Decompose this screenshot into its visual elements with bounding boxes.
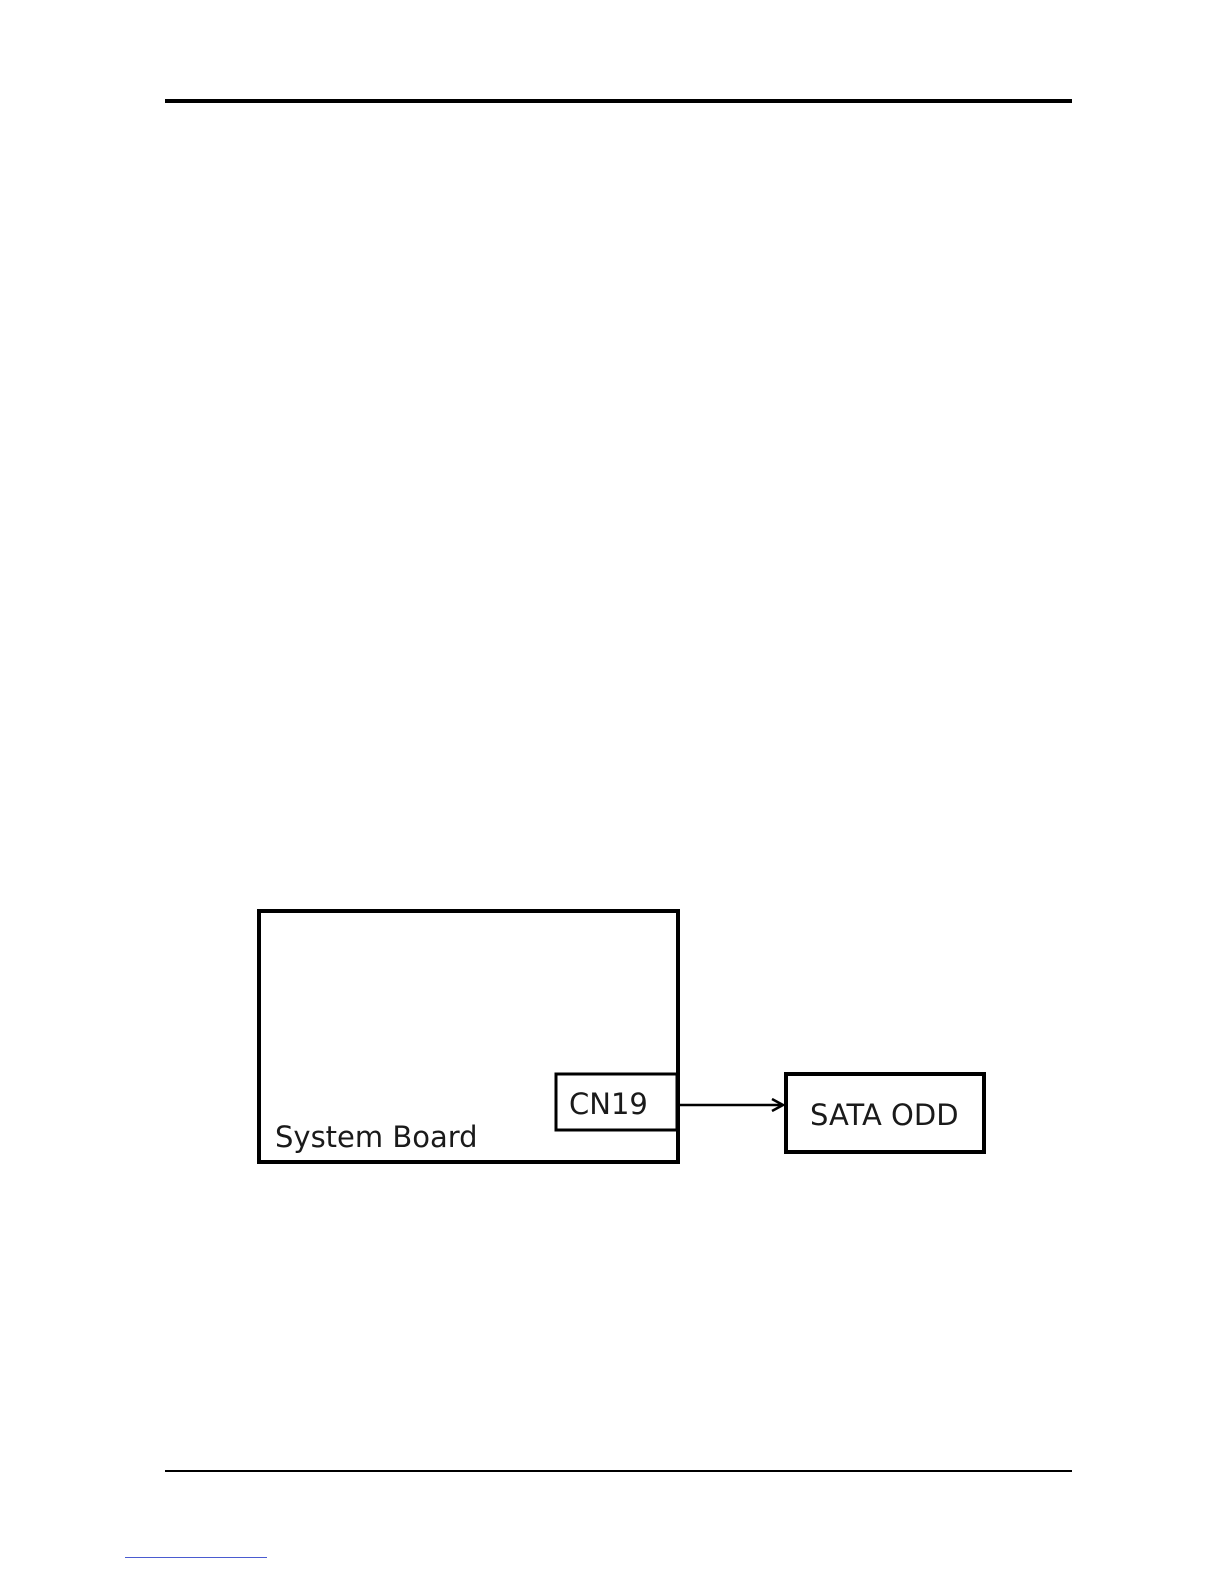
footer-link-underline[interactable] [125,1557,267,1558]
cn19-node: CN19 [556,1074,677,1130]
footer-rule [165,1470,1072,1472]
sata-odd-node: SATA ODD [786,1074,984,1152]
sata-odd-label: SATA ODD [810,1098,959,1132]
cn19-label: CN19 [569,1087,648,1121]
system-board-label: System Board [275,1120,478,1154]
